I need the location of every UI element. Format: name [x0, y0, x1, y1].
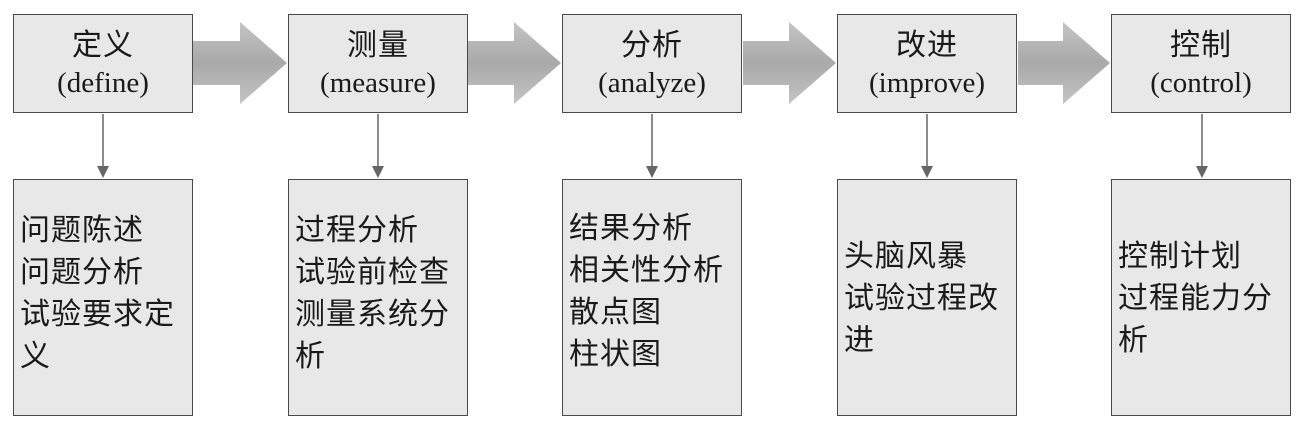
stage-analyze-title: 分析	[621, 27, 683, 63]
flow-arrow-3	[743, 22, 836, 104]
stage-control-subtitle: (control)	[1150, 66, 1252, 99]
stage-improve-title: 改进	[896, 27, 958, 63]
stage-define-box: 定义 (define)	[13, 14, 193, 113]
down-connector-3	[646, 114, 658, 178]
stage-control-details: 控制计划 过程能力分析	[1118, 239, 1273, 358]
stage-control-box: 控制 (control)	[1111, 14, 1291, 113]
stage-define-subtitle: (define)	[57, 66, 149, 99]
stage-measure-details: 过程分析 试验前检查 测量系统分析	[295, 213, 450, 374]
stage-define-details: 问题陈述 问题分析 试验要求定义	[20, 213, 175, 374]
stage-measure-details-box: 过程分析 试验前检查 测量系统分析	[288, 179, 468, 416]
down-connector-1	[97, 114, 109, 178]
stage-analyze-box: 分析 (analyze)	[562, 14, 742, 113]
stage-measure-box: 测量 (measure)	[288, 14, 468, 113]
down-connector-4	[921, 114, 933, 178]
stage-improve-details-box: 头脑风暴 试验过程改进	[837, 179, 1017, 416]
stage-define-details-box: 问题陈述 问题分析 试验要求定义	[13, 179, 193, 416]
stage-control-details-box: 控制计划 过程能力分析	[1111, 179, 1291, 416]
stage-measure-subtitle: (measure)	[320, 66, 436, 99]
down-connector-5	[1196, 114, 1208, 178]
stage-measure-title: 测量	[347, 27, 409, 63]
stage-improve-subtitle: (improve)	[869, 66, 985, 99]
stage-improve-details: 头脑风暴 试验过程改进	[844, 239, 999, 358]
stage-define-title: 定义	[72, 27, 134, 63]
down-connector-2	[372, 114, 384, 178]
flow-arrow-2	[468, 22, 561, 104]
flow-arrow-4	[1018, 22, 1110, 104]
stage-improve-box: 改进 (improve)	[837, 14, 1017, 113]
stage-analyze-details-box: 结果分析 相关性分析 散点图 柱状图	[562, 179, 742, 416]
stage-analyze-subtitle: (analyze)	[598, 66, 706, 99]
flow-arrow-1	[193, 22, 287, 104]
stage-analyze-details: 结果分析 相关性分析 散点图 柱状图	[569, 211, 724, 372]
stage-control-title: 控制	[1170, 27, 1232, 63]
